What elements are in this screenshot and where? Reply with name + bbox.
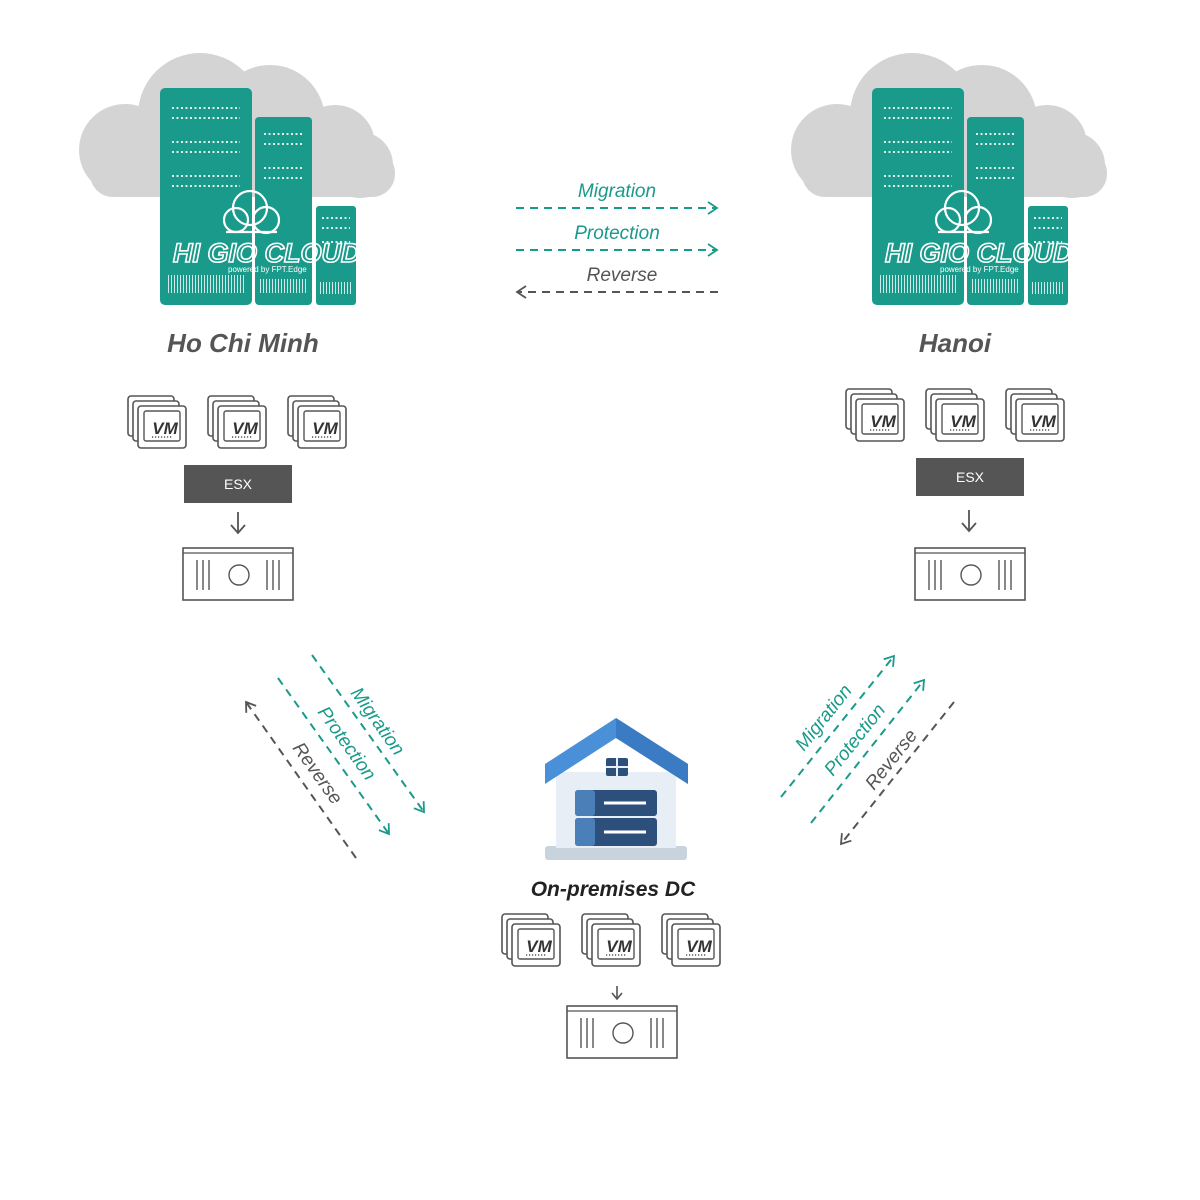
vm-label: VM bbox=[232, 419, 258, 438]
site-hcm: HI GIO CLOUD powered by FPT.Edge Ho Chi … bbox=[79, 53, 395, 601]
storage-icon bbox=[914, 547, 1026, 601]
site-hanoi: HI GIO CLOUD powered by FPT.Edge Hanoi V… bbox=[791, 53, 1107, 601]
vm-icon: VM bbox=[581, 913, 641, 967]
vm-label: VM bbox=[526, 937, 552, 956]
cloud-datacenter-icon: HI GIO CLOUD powered by FPT.Edge bbox=[791, 53, 1107, 305]
vm-icon: VM bbox=[661, 913, 721, 967]
vm-icon: VM bbox=[845, 388, 905, 442]
cloud-datacenter-icon: HI GIO CLOUD powered by FPT.Edge bbox=[79, 53, 395, 305]
flow-label-migration: Migration bbox=[578, 181, 656, 202]
flow-label-protection: Protection bbox=[574, 223, 660, 244]
flows-hcm-hanoi: Migration Protection Reverse bbox=[515, 181, 719, 299]
house-server-icon bbox=[545, 718, 688, 860]
site-onprem: On-premises DC VM VM VM bbox=[501, 718, 721, 1059]
vm-label: VM bbox=[152, 419, 178, 438]
vm-label: VM bbox=[950, 412, 976, 431]
brand-logo-text: HI GIO CLOUD bbox=[173, 238, 361, 268]
vm-icon: VM bbox=[501, 913, 561, 967]
arrow-migration bbox=[311, 654, 425, 814]
esx-label: ESX bbox=[224, 476, 253, 492]
vm-label: VM bbox=[1030, 412, 1056, 431]
site-label-hanoi: Hanoi bbox=[919, 328, 992, 358]
esx-label: ESX bbox=[956, 469, 985, 485]
arrow-protection bbox=[810, 678, 926, 824]
vm-label: VM bbox=[606, 937, 632, 956]
site-label-onprem: On-premises DC bbox=[531, 878, 696, 901]
flows-hcm-onprem: Migration Protection Reverse bbox=[245, 654, 425, 859]
vm-label: VM bbox=[686, 937, 712, 956]
vm-icon: VM bbox=[287, 395, 347, 449]
vm-label: VM bbox=[312, 419, 338, 438]
esx-host-bar: ESX bbox=[916, 458, 1024, 496]
vm-icon: VM bbox=[127, 395, 187, 449]
arrow-migration bbox=[780, 654, 896, 798]
arrow-reverse bbox=[245, 700, 357, 859]
arrow-down-icon bbox=[611, 986, 623, 1001]
arrow-down-icon bbox=[961, 510, 977, 533]
vm-icon: VM bbox=[925, 388, 985, 442]
vm-label: VM bbox=[870, 412, 896, 431]
site-label-hcm: Ho Chi Minh bbox=[167, 328, 319, 358]
brand-logo-text: HI GIO CLOUD bbox=[885, 238, 1073, 268]
storage-icon bbox=[566, 1005, 678, 1059]
vm-icon: VM bbox=[207, 395, 267, 449]
arrow-protection bbox=[277, 677, 390, 836]
arrow-down-icon bbox=[230, 512, 246, 535]
flows-onprem-hanoi: Migration Protection Reverse bbox=[780, 654, 955, 846]
vm-icon: VM bbox=[1005, 388, 1065, 442]
brand-tagline: powered by FPT.Edge bbox=[940, 265, 1019, 274]
storage-icon bbox=[182, 547, 294, 601]
esx-host-bar: ESX bbox=[184, 465, 292, 503]
brand-tagline: powered by FPT.Edge bbox=[228, 265, 307, 274]
flow-label-reverse: Reverse bbox=[587, 265, 658, 286]
arrow-reverse bbox=[839, 701, 955, 846]
